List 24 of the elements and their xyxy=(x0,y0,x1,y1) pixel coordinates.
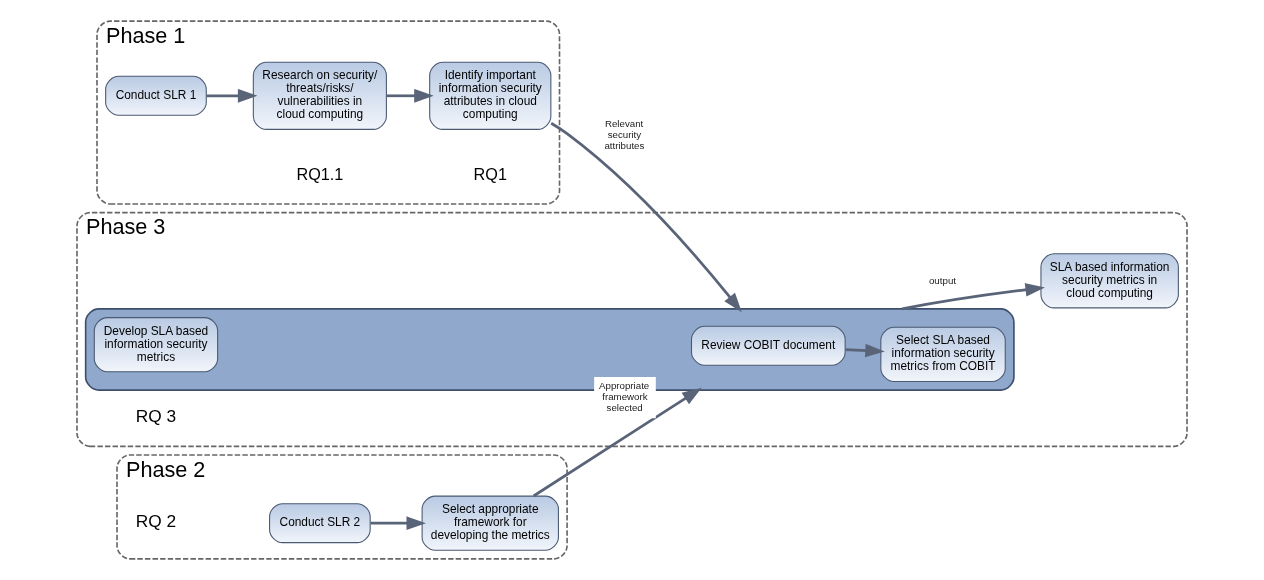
node-box: Select appropriate framework for developing the metrics xyxy=(421,495,559,551)
arrow xyxy=(206,88,258,103)
arrow xyxy=(532,387,702,498)
node-box: Develop SLA based information security metrics xyxy=(93,317,219,373)
arrow xyxy=(845,343,885,358)
edge-label: output xyxy=(928,275,957,287)
arrow xyxy=(386,88,434,103)
arrow xyxy=(370,516,426,530)
node-label: RQ1 xyxy=(473,164,507,183)
node-box: Conduct SLR 2 xyxy=(269,503,371,544)
cluster xyxy=(84,308,1015,391)
node-box: SLA based information security metrics in cloud computing xyxy=(1040,253,1179,309)
node-label: RQ 3 xyxy=(135,406,177,427)
node-label: RQ1.1 xyxy=(296,164,344,183)
node-box: Select SLA based information security metrics from COBIT xyxy=(880,326,1006,382)
node-box: Conduct SLR 1 xyxy=(105,75,207,116)
node-box: Identify important information security attributes in cloud computing xyxy=(429,61,552,130)
node-box: Research on security/ threats/risks/ vulnerabilities in cloud computing xyxy=(252,61,387,130)
arrow xyxy=(901,283,1045,311)
arrow xyxy=(550,122,742,313)
edge-label: Appropriate framework selected xyxy=(599,380,650,413)
edge-label: Relevant security attributes xyxy=(604,118,645,152)
node-box: Review COBIT document xyxy=(690,325,846,366)
node-label: RQ 2 xyxy=(135,511,177,532)
